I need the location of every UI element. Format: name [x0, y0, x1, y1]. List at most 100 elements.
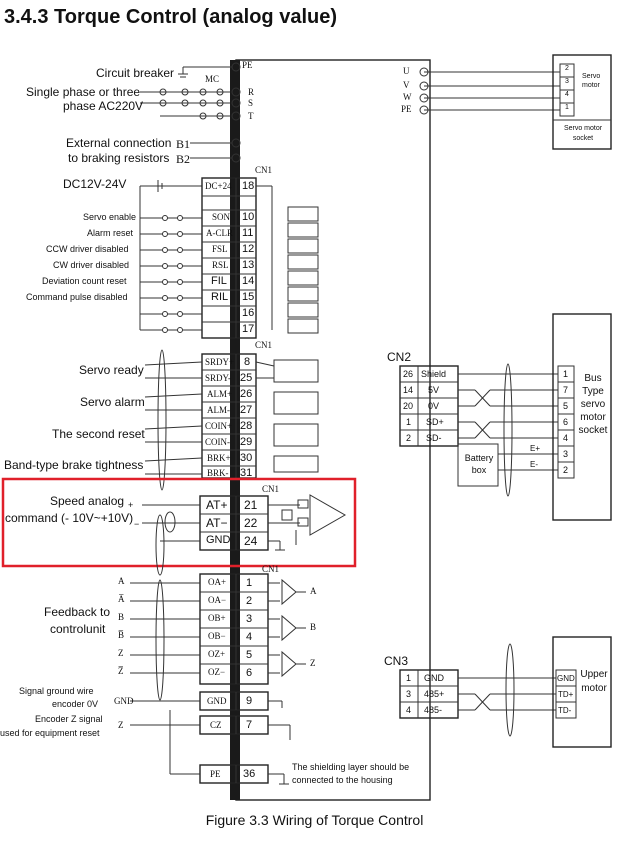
output-pin-30: 30 [240, 452, 253, 464]
servo-motor-label: Servo motor [582, 73, 601, 89]
phase-label-line2: phase AC220V [63, 99, 144, 113]
output-pin-31: 31 [240, 467, 253, 476]
input-sig-ril: RIL [211, 291, 229, 303]
feedback-ext-z-bar: Z̅ [118, 666, 124, 676]
circuit-breaker-label: Circuit breaker [96, 66, 175, 80]
output-label-servo-alarm: Servo alarm [80, 395, 145, 409]
cn2-num-26: 26 [403, 369, 414, 379]
output-pin-26: 26 [240, 388, 253, 400]
analog-sig-at-minus: AT− [206, 516, 228, 530]
signal-ground-line1: Signal ground wire [19, 686, 94, 696]
input-label-alarm-reset: Alarm reset [87, 228, 134, 238]
cz-pin-7: 7 [246, 719, 253, 731]
bus-pin-7: 7 [563, 385, 569, 395]
motor-pin-2: 2 [565, 65, 569, 72]
feedback-sig-oa-plus: OA+ [208, 577, 227, 587]
motor-pin-4: 4 [565, 91, 569, 98]
bus-pin-3: 3 [563, 449, 569, 459]
output-sig-alm-plus: ALM+ [207, 389, 233, 399]
s-label: S [248, 98, 254, 108]
cn3-sig-485-plus: 485+ [424, 689, 445, 699]
feedback-ext-b-bar: B̅ [118, 630, 125, 640]
input-pin-15: 15 [242, 291, 255, 303]
feedback-pin-table [199, 573, 269, 685]
feedback-ext-a-bar: A̅ [118, 594, 125, 604]
feedback-driver-a: A [310, 586, 317, 596]
driver-pin-strip [230, 60, 240, 800]
cn3-label: CN3 [384, 654, 409, 668]
motor-pin-3: 3 [565, 78, 569, 85]
analog-sig-at-plus: AT+ [206, 498, 228, 512]
feedback-driver-b: B [310, 622, 317, 632]
feedback-driver-z: Z [310, 658, 316, 668]
cn3-num-4: 4 [406, 705, 412, 715]
input-pin-17: 17 [242, 323, 255, 335]
motor-pin-1: 1 [565, 104, 569, 111]
cn1-label-top: CN1 [255, 165, 273, 175]
mc-label: MC [205, 74, 220, 84]
feedback-pin-1: 1 [246, 577, 253, 589]
pe-top-label: PE [242, 60, 253, 70]
cn2-sig-sd-plus: SD+ [426, 417, 444, 427]
feedback-pin-3: 3 [246, 613, 253, 625]
dc-pin-name: DC+24 [205, 181, 232, 191]
phase-label-line1: Single phase or three [26, 85, 141, 99]
cn1-label-feedback: CN1 [262, 564, 280, 574]
output-pin-27: 27 [240, 404, 253, 416]
r-label: R [248, 87, 255, 97]
input-pin-16: 16 [242, 307, 255, 319]
output-pin-29: 29 [240, 436, 253, 448]
feedback-pin-6: 6 [246, 667, 253, 679]
input-label-cw: CW driver disabled [53, 260, 130, 270]
feedback-label-line1: Feedback to [44, 605, 111, 619]
cn2-sig-sd-minus: SD- [426, 433, 442, 443]
input-sig-aclr: A-CLR [206, 228, 233, 238]
feedback-sig-oz-minus: OZ− [208, 667, 226, 677]
feedback-ext-z: Z [118, 648, 124, 658]
cn3-sig-gnd: GND [424, 673, 444, 683]
cn3-sig-485-minus: 485- [424, 705, 443, 715]
shield-note-line1: The shielding layer should be [292, 762, 410, 772]
feedback-sig-oa-minus: OA− [208, 595, 227, 605]
analog-plus-sign: + [128, 500, 134, 510]
feedback-pin-2: 2 [246, 595, 253, 607]
dc-label: DC12V-24V [63, 177, 127, 191]
servo-motor-socket-box [552, 54, 612, 150]
motor-u-label: U [403, 66, 410, 76]
bus-socket-label: Bus Type servo motor socket [578, 373, 608, 436]
cn3-num-1: 1 [406, 673, 412, 683]
cn2-num-2: 2 [406, 433, 412, 443]
gnd-sig: GND [207, 696, 227, 706]
encoder-z-line2: used for equipment reset [0, 728, 100, 738]
analog-highlight-box [1, 477, 357, 568]
gnd-pin-9: 9 [246, 695, 253, 707]
cz-sig: CZ [210, 720, 222, 730]
input-pin-12: 12 [242, 243, 255, 255]
page-title: 3.4.3 Torque Control (analog value) [4, 6, 338, 28]
input-label-servo-enable: Servo enable [83, 212, 137, 222]
bus-pin-6: 6 [563, 417, 569, 427]
cn3-num-3: 3 [406, 689, 412, 699]
feedback-sig-oz-plus: OZ+ [208, 649, 226, 659]
feedback-ext-b: B [118, 612, 125, 622]
input-pin-14: 14 [242, 275, 255, 287]
feedback-sig-ob-plus: OB+ [208, 613, 226, 623]
analog-pin-21: 21 [244, 498, 258, 512]
bus-pin-2: 2 [563, 465, 569, 475]
bus-pin-1: 1 [563, 369, 569, 379]
encoder-z-line1: Encoder Z signal [35, 714, 103, 724]
b1-label: B1 [176, 137, 191, 151]
input-sig-rsl: RSL [212, 260, 229, 270]
upper-gnd-label: GND [557, 674, 575, 683]
input-label-deviation: Deviation count reset [42, 276, 127, 286]
pe-pin-sig: PE [210, 769, 221, 779]
encoder-z-ext: Z [118, 720, 124, 730]
motor-w-label: W [403, 92, 412, 102]
upper-motor-label: Upper motor [580, 669, 608, 694]
input-sig-fil: FIL [211, 275, 227, 287]
output-sig-coin-plus: COIN+ [205, 421, 233, 431]
output-pin-25: 25 [240, 372, 253, 384]
figure-caption: Figure 3.3 Wiring of Torque Control [205, 812, 424, 828]
input-label-command-pulse: Command pulse disabled [26, 292, 128, 302]
braking-label-line1: External connection [66, 136, 172, 150]
